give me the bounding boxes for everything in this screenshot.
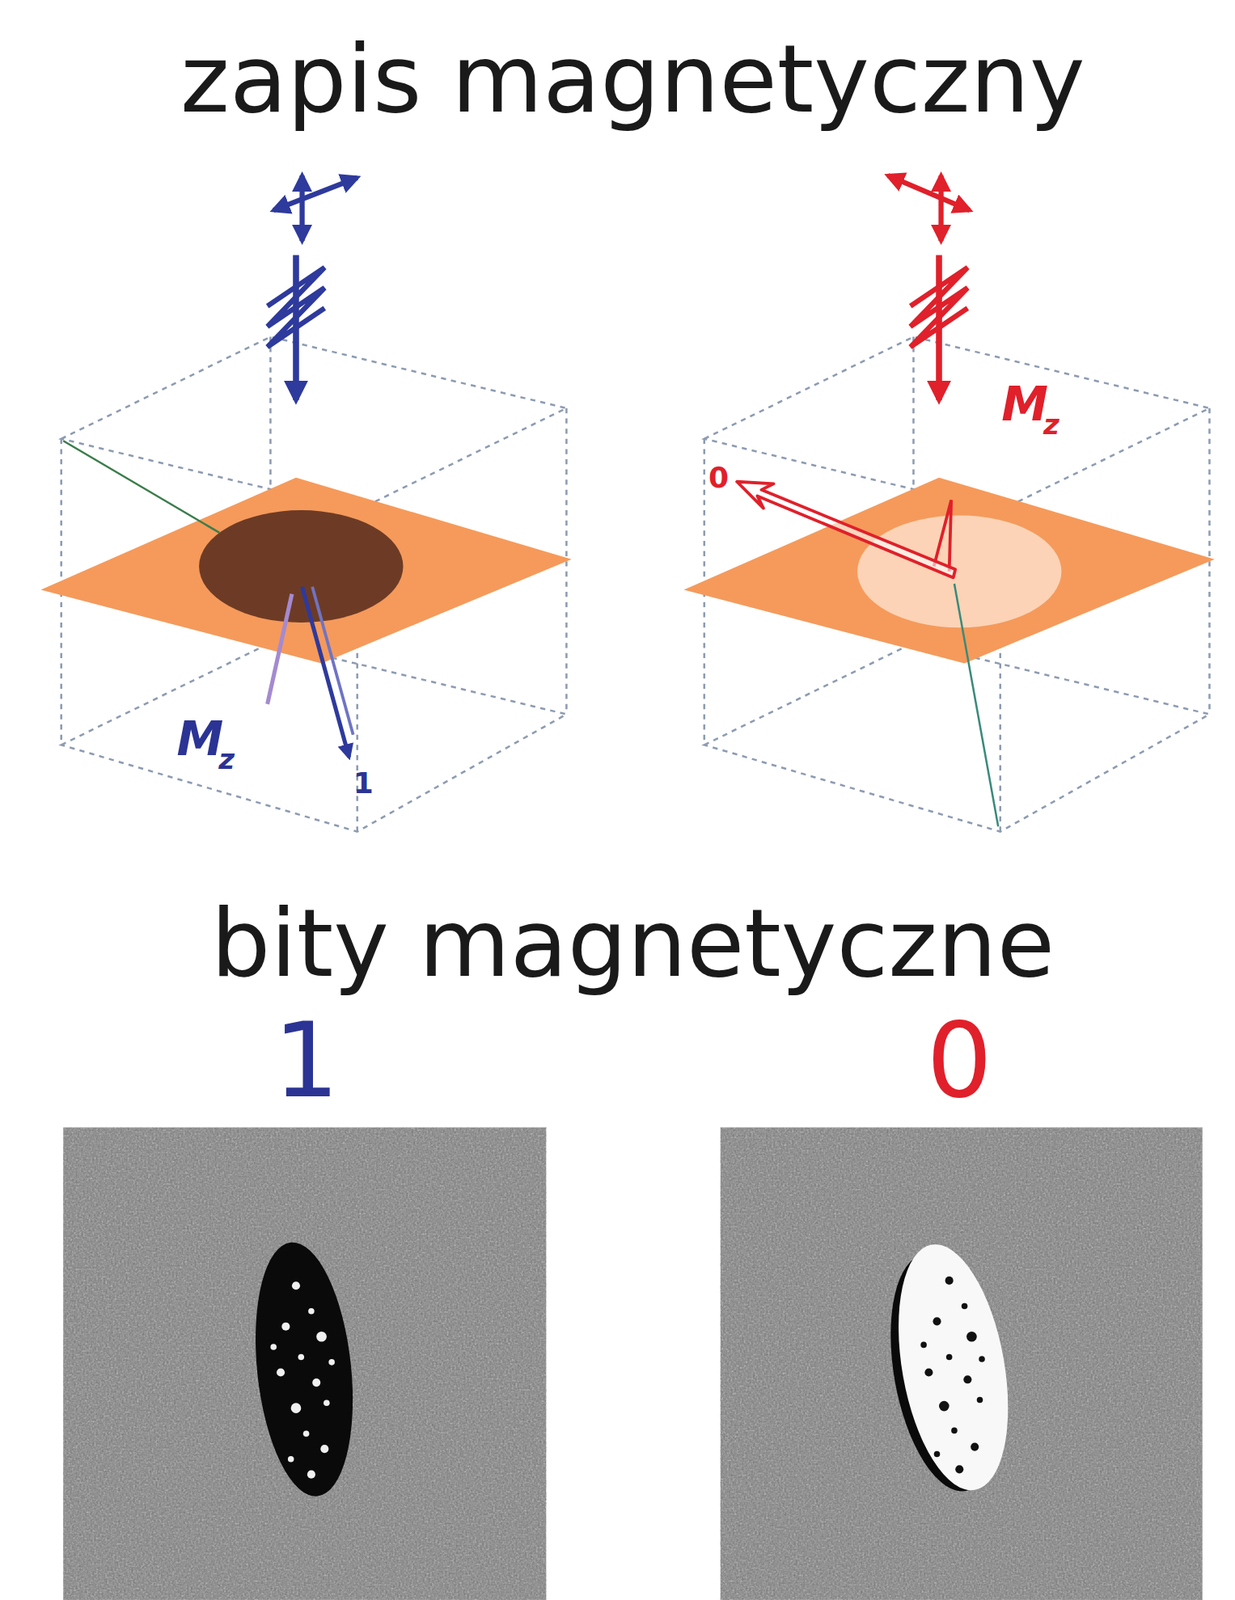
illustration-part: [270, 1344, 277, 1351]
illustration-part: [312, 587, 353, 736]
illustration-part: [302, 587, 350, 758]
bit-heading: 1: [273, 1009, 339, 1113]
illustration-part: [40, 477, 571, 665]
illustration-part: [888, 175, 970, 211]
illustration-part: [963, 1375, 972, 1384]
illustration-part: [910, 267, 969, 347]
illustration-part: [961, 1303, 969, 1311]
illustration-part: [291, 1281, 301, 1290]
illustration-part: [946, 1354, 953, 1362]
bit-value: 1: [353, 769, 374, 799]
illustration-part: [267, 267, 326, 347]
illustration-part: [287, 1456, 295, 1464]
illustration-part: [704, 642, 1210, 832]
illustration-part: [920, 1277, 986, 1475]
illustration-part: [945, 1277, 954, 1286]
illustration-part: [955, 1465, 964, 1474]
illustration-part: [978, 1356, 986, 1363]
illustration-part: [307, 1471, 316, 1480]
illustration-part: [316, 1332, 327, 1343]
illustration-part: [924, 1368, 933, 1377]
write-one-figure: [40, 175, 571, 832]
illustration-part: [63, 1128, 546, 1600]
illustration-part: [299, 175, 305, 242]
write-zero-figure: [684, 175, 1215, 832]
illustration-part: [977, 1397, 984, 1405]
illustration-part: [954, 583, 999, 827]
illustration-part: [938, 175, 944, 242]
illustration-part: [951, 1428, 958, 1435]
illustration-part: [736, 482, 956, 579]
illustration-part: [273, 177, 357, 211]
illustration-part: [297, 1354, 305, 1362]
bit-one-image: [63, 1128, 546, 1600]
illustration-part: [63, 1128, 546, 1600]
illustration-part: [267, 594, 292, 705]
bit-zero-image: [720, 1128, 1203, 1600]
illustration-part: [303, 1430, 310, 1438]
illustration-part: [323, 1400, 330, 1408]
magnetization-subscript: z: [1043, 410, 1060, 439]
illustration-part: [934, 1451, 941, 1459]
bit-heading: 0: [926, 1009, 993, 1113]
illustration-part: [244, 1238, 364, 1502]
magnetization-symbol: M: [1001, 380, 1049, 428]
illustration-part: [932, 1317, 941, 1326]
illustration-part: [966, 1332, 978, 1343]
illustration-part: [684, 477, 1215, 665]
illustration-part: [61, 642, 567, 832]
illustration-part: [276, 1368, 285, 1377]
section-title: bity magnetyczne: [211, 896, 1055, 991]
illustration-part: [308, 1308, 315, 1316]
illustration-part: [881, 1236, 1026, 1500]
illustration-part: [970, 1443, 979, 1452]
illustration-part: [291, 1403, 302, 1414]
illustration-part: [720, 1128, 1203, 1600]
illustration-part: [63, 440, 220, 533]
illustration-part: [720, 1128, 1203, 1600]
illustration-part: [938, 1401, 950, 1413]
illustration-part: [920, 1342, 927, 1350]
illustration-part: [312, 1378, 321, 1388]
magnetization-subscript: z: [218, 745, 235, 774]
illustration-part: [281, 1323, 290, 1332]
magnetization-symbol: M: [176, 715, 224, 763]
bit-value: 0: [708, 463, 729, 493]
illustration-part: [328, 1359, 335, 1367]
figure-title: zapis magnetyczny: [180, 32, 1086, 127]
illustration-part: [198, 510, 403, 623]
illustration-part: [270, 1281, 335, 1480]
illustration-part: [320, 1445, 329, 1454]
